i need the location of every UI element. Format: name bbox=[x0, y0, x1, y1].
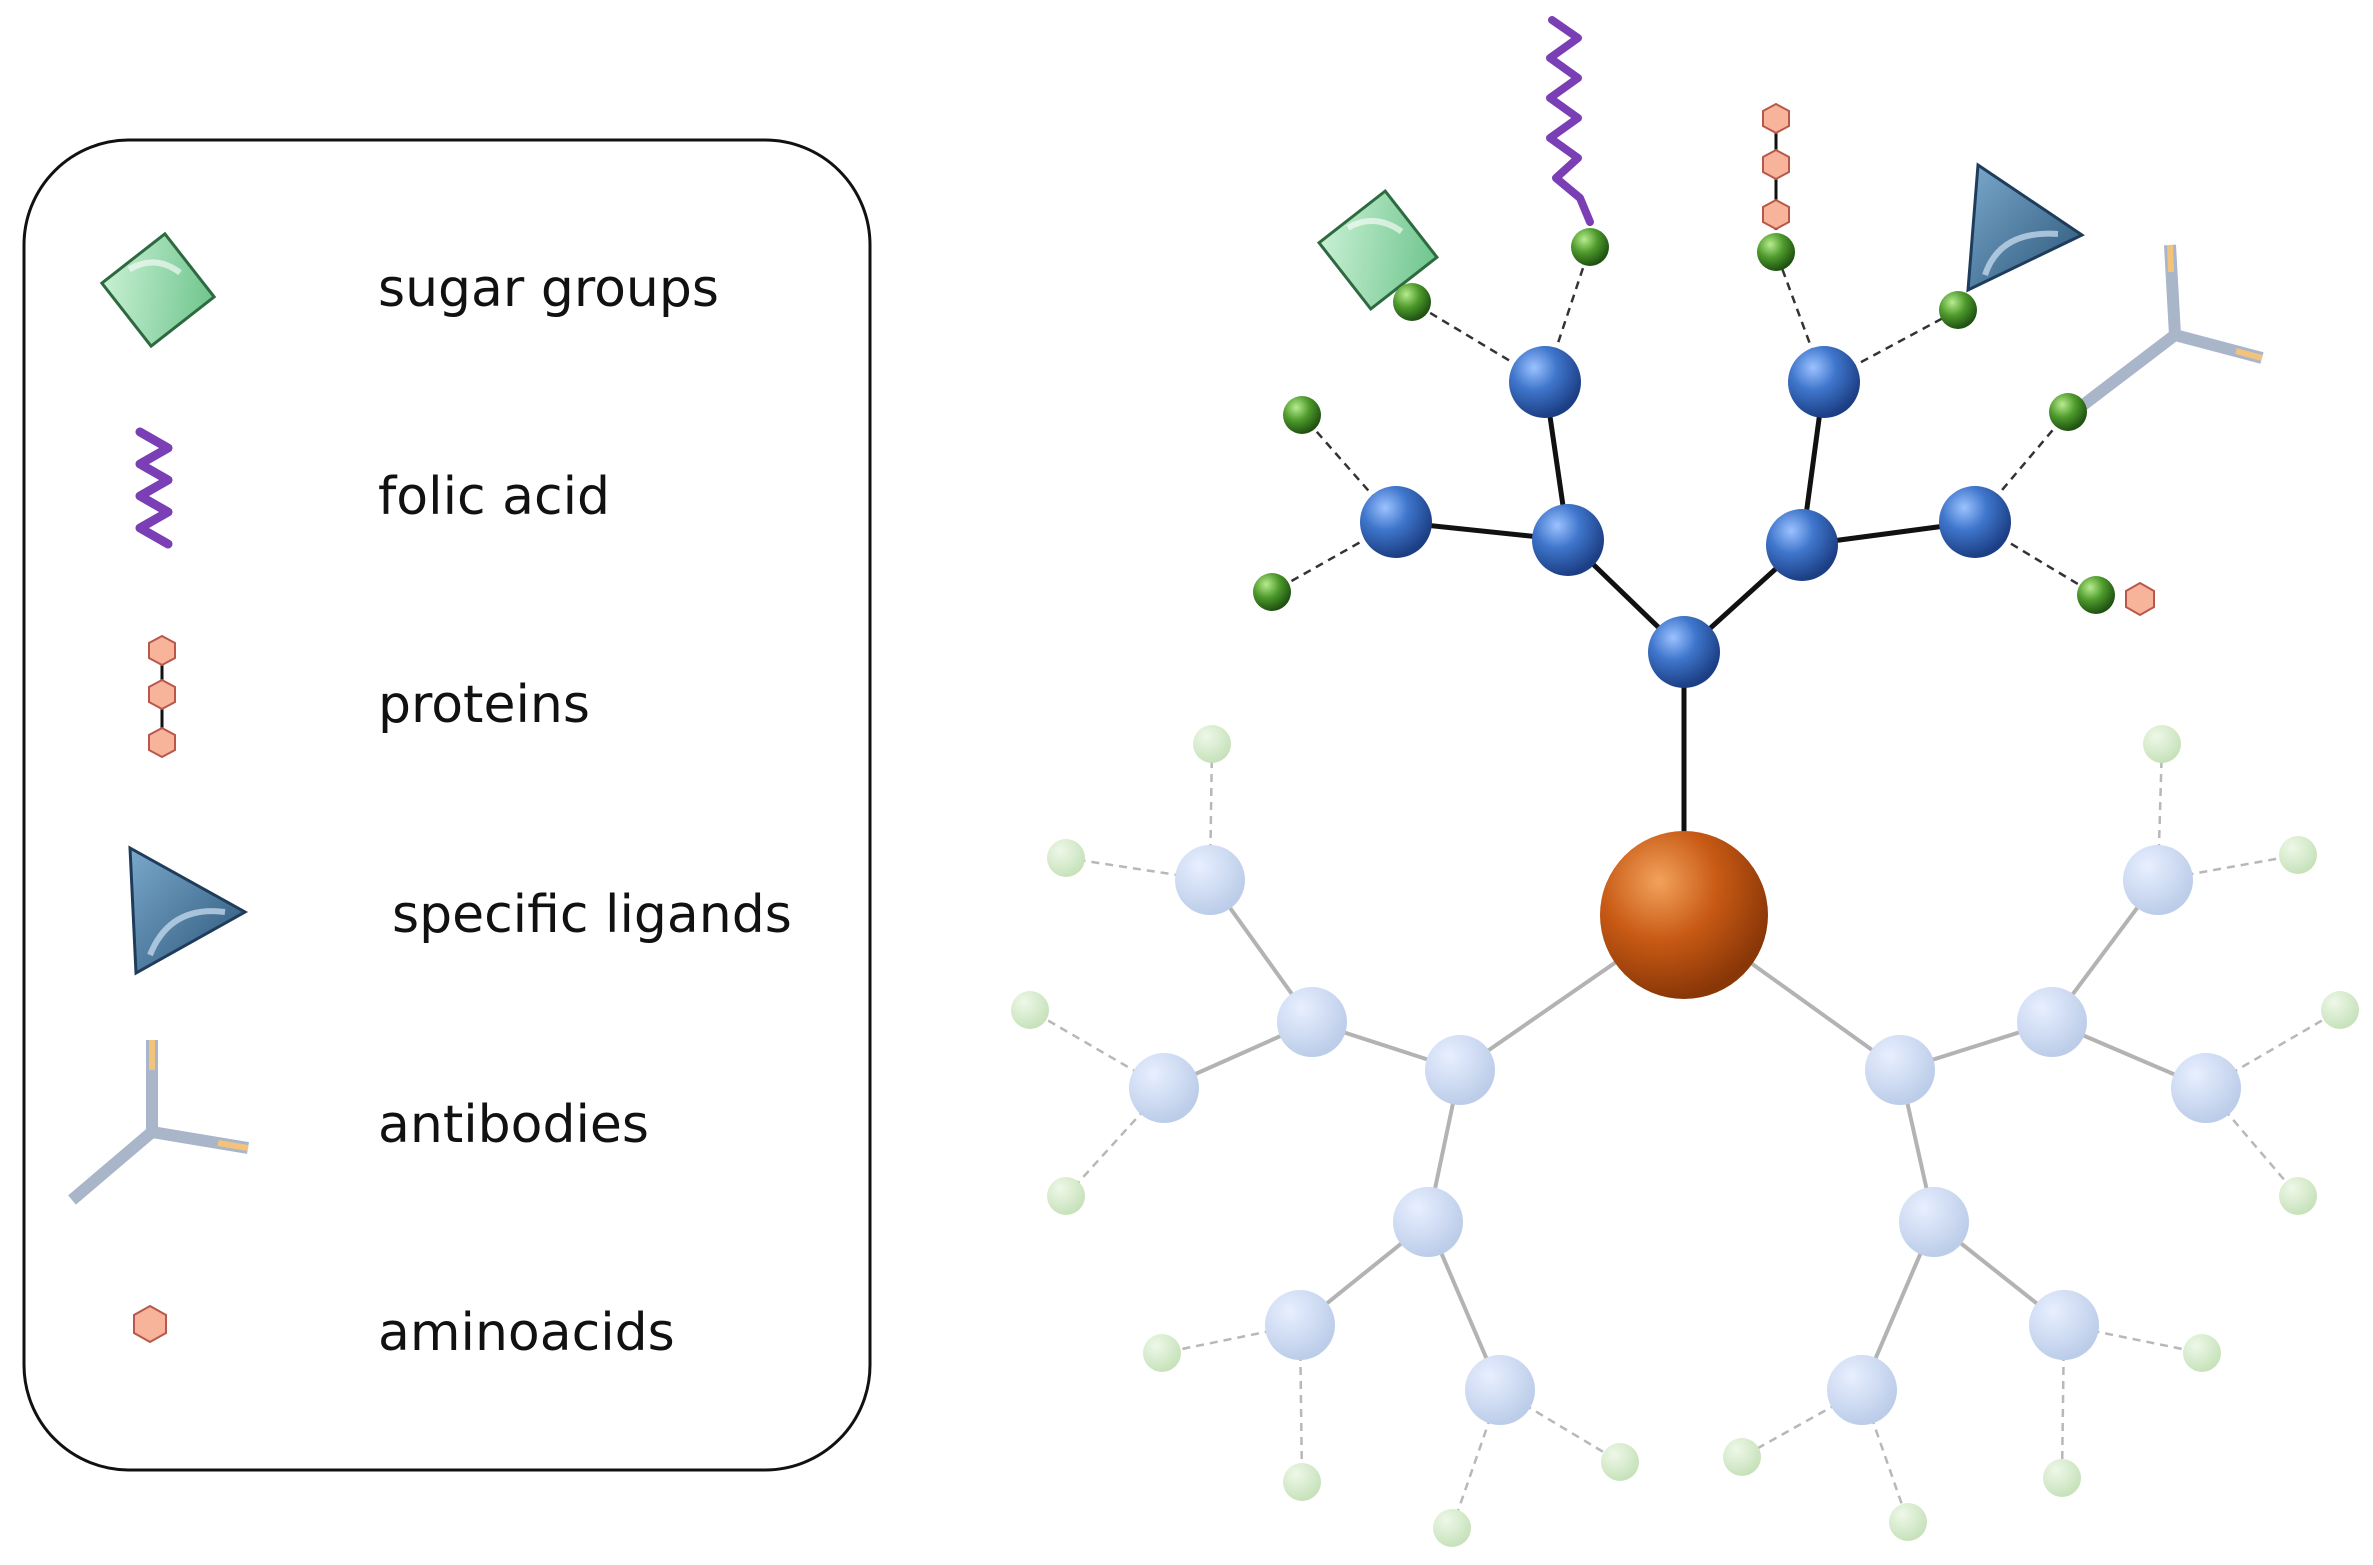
legend-item-aminoacids: aminoacids bbox=[133, 1303, 675, 1363]
terminal-group bbox=[1283, 396, 1321, 434]
folic-acid-attached bbox=[1546, 16, 1594, 226]
faded-terminal-group bbox=[1889, 1503, 1927, 1541]
faded-branch-node bbox=[1265, 1290, 1335, 1360]
antibody-attached bbox=[2066, 244, 2264, 420]
faded-branch-node bbox=[1277, 987, 1347, 1057]
faded-terminal-groups bbox=[1011, 725, 2359, 1547]
faded-terminal-group bbox=[1011, 991, 1049, 1029]
legend-item-sugar-groups: sugar groups bbox=[99, 231, 719, 349]
faded-terminal-group bbox=[1047, 1177, 1085, 1215]
faded-branch-node bbox=[2017, 987, 2087, 1057]
branch-node bbox=[1532, 504, 1604, 576]
faded-terminal-group bbox=[2279, 836, 2317, 874]
branch-node bbox=[1766, 509, 1838, 581]
faded-terminal-group bbox=[1143, 1334, 1181, 1372]
terminal-group bbox=[1757, 233, 1795, 271]
branch-nodes bbox=[1360, 346, 2011, 688]
branch-node bbox=[1360, 486, 1432, 558]
legend-item-proteins: proteins bbox=[148, 634, 590, 759]
protein-icon bbox=[148, 634, 176, 759]
terminal-group bbox=[2049, 393, 2087, 431]
legend-item-specific-ligands: specific ligands bbox=[128, 845, 792, 976]
faded-branch-node bbox=[1129, 1053, 1199, 1123]
faded-terminal-group bbox=[2183, 1334, 2221, 1372]
faded-branch-node bbox=[1899, 1187, 1969, 1257]
legend-label-folic-acid: folic acid bbox=[378, 467, 610, 527]
faded-branch-node bbox=[1865, 1035, 1935, 1105]
terminal-group bbox=[1253, 573, 1291, 611]
ligand-icon bbox=[128, 845, 249, 976]
faded-terminal-group bbox=[1601, 1443, 1639, 1481]
legend-label-antibodies: antibodies bbox=[378, 1095, 649, 1155]
terminal-groups bbox=[1253, 228, 2115, 614]
terminal-group bbox=[1571, 228, 1609, 266]
legend: sugar groups folic acid proteins specifi… bbox=[22, 138, 872, 1472]
antibody-icon bbox=[68, 1040, 249, 1205]
faded-branch-nodes bbox=[1129, 845, 2241, 1425]
branch-node bbox=[1648, 616, 1720, 688]
faded-branch-node bbox=[2171, 1053, 2241, 1123]
protein-attached bbox=[1762, 102, 1790, 231]
legend-item-folic-acid: folic acid bbox=[135, 427, 610, 549]
faded-terminal-group bbox=[1433, 1509, 1471, 1547]
faded-branch-node bbox=[1175, 845, 1245, 915]
faded-branch-node bbox=[1827, 1355, 1897, 1425]
aminoacid-icon bbox=[133, 1304, 167, 1344]
faded-terminal-links bbox=[1029, 743, 2341, 1529]
faded-terminal-group bbox=[2321, 991, 2359, 1029]
faded-branch-node bbox=[2029, 1290, 2099, 1360]
dendrimer-core bbox=[1600, 831, 1768, 999]
faded-branch-node bbox=[2123, 845, 2193, 915]
legend-item-antibodies: antibodies bbox=[68, 1040, 649, 1205]
faded-terminal-group bbox=[1723, 1438, 1761, 1476]
folic-acid-icon bbox=[135, 427, 173, 549]
legend-label-sugar-groups: sugar groups bbox=[378, 259, 719, 319]
faded-terminal-group bbox=[1047, 839, 1085, 877]
faded-terminal-group bbox=[2043, 1459, 2081, 1497]
faded-terminal-group bbox=[1283, 1463, 1321, 1501]
faded-branch-node bbox=[1425, 1035, 1495, 1105]
faded-terminal-group bbox=[2143, 725, 2181, 763]
branch-node bbox=[1509, 346, 1581, 418]
faded-terminal-group bbox=[2279, 1177, 2317, 1215]
legend-label-specific-ligands: specific ligands bbox=[392, 885, 792, 945]
branch-node bbox=[1788, 346, 1860, 418]
faded-terminal-group bbox=[1193, 725, 1231, 763]
branch-node bbox=[1939, 486, 2011, 558]
faded-branch-node bbox=[1393, 1187, 1463, 1257]
terminal-group bbox=[1939, 291, 1977, 329]
legend-label-proteins: proteins bbox=[378, 675, 590, 735]
ligand-attached bbox=[1966, 162, 2086, 293]
dendrimer bbox=[1011, 16, 2359, 1547]
aminoacid-attached bbox=[2125, 581, 2155, 617]
sugar-group-icon bbox=[99, 231, 217, 349]
sugar-group-attached bbox=[1316, 188, 1440, 312]
terminal-links bbox=[1271, 246, 2097, 597]
terminal-group bbox=[1393, 283, 1431, 321]
terminal-group bbox=[2077, 576, 2115, 614]
legend-box bbox=[22, 138, 872, 1472]
faded-branch-node bbox=[1465, 1355, 1535, 1425]
legend-label-aminoacids: aminoacids bbox=[378, 1303, 675, 1363]
